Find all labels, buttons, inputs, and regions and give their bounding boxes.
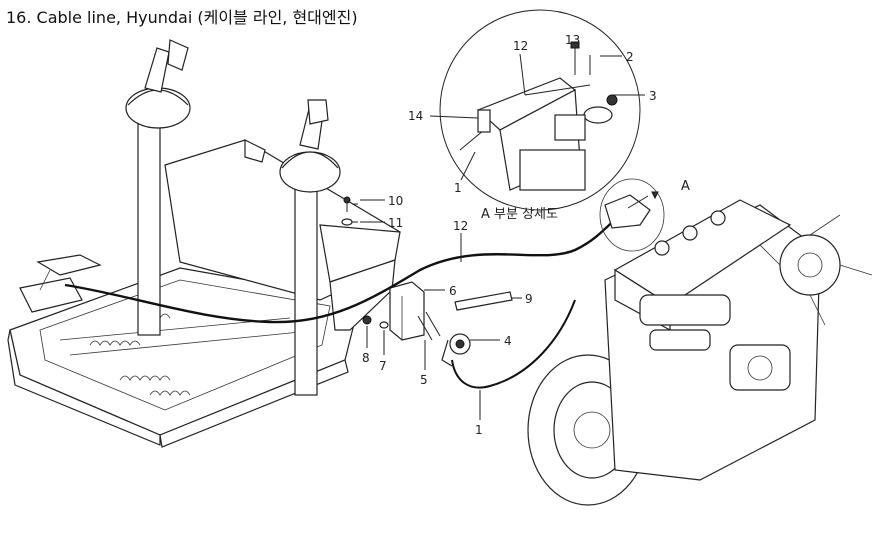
callout-2: 2 xyxy=(626,50,634,64)
callout-9: 9 xyxy=(525,292,533,306)
callout-1: 1 xyxy=(475,423,483,437)
callout-11: 11 xyxy=(388,216,403,230)
page-title: 16. Cable line, Hyundai (케이블 라인, 현대엔진) xyxy=(6,8,358,27)
callout-12-detail: 12 xyxy=(513,39,528,53)
callout-10: 10 xyxy=(388,194,403,208)
callout-6: 6 xyxy=(449,284,457,298)
callout-7: 7 xyxy=(379,359,387,373)
callout-12: 12 xyxy=(453,219,468,233)
callout-8: 8 xyxy=(362,351,370,365)
engine xyxy=(527,178,873,506)
cable-bracket-assembly xyxy=(362,281,513,367)
callout-13: 13 xyxy=(565,33,580,47)
callout-4: 4 xyxy=(504,334,512,348)
operator-frame xyxy=(7,39,401,448)
callout-14: 14 xyxy=(408,109,423,123)
callout-labels: 12 13 2 3 14 1 10 11 12 6 9 4 8 7 5 1 A … xyxy=(362,33,690,437)
callout-1-detail: 1 xyxy=(454,181,462,195)
cable-line xyxy=(64,207,629,389)
detail-view xyxy=(439,9,641,211)
callout-5: 5 xyxy=(420,373,428,387)
leader-lines xyxy=(360,53,645,420)
detail-marker: A xyxy=(681,179,690,194)
detail-caption: A 부분 상세도 xyxy=(481,207,558,222)
callout-3: 3 xyxy=(649,89,657,103)
